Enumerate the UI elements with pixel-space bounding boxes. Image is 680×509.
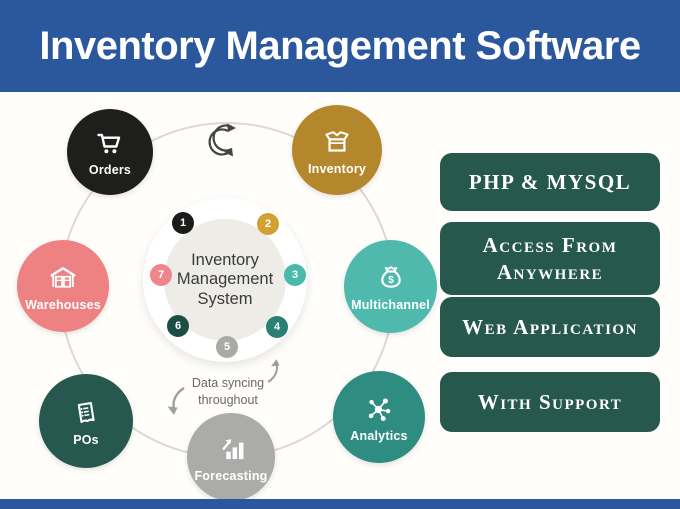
purchase-order-icon	[77, 401, 95, 423]
node-label: Multichannel	[351, 298, 430, 312]
node-label: Warehouses	[25, 297, 101, 312]
node-label: POs	[73, 432, 99, 447]
inventory-box-icon	[325, 130, 349, 152]
step-badge-2: 2	[257, 213, 279, 235]
node-forecasting: Forecasting	[187, 413, 275, 501]
cart-icon	[97, 133, 121, 153]
step-badge-3: 3	[284, 264, 306, 286]
curved-arrow-down-icon	[167, 386, 185, 415]
feature-access-anywhere: Access From Anywhere	[440, 222, 660, 295]
node-orders: Orders	[67, 109, 153, 195]
node-warehouses: Warehouses	[17, 240, 109, 332]
page-title: Inventory Management Software	[39, 23, 641, 68]
step-badge-7: 7	[150, 264, 172, 286]
center-title-line2: Management	[176, 270, 274, 289]
money-bag-icon: $	[380, 266, 401, 288]
node-multichannel: $ Multichannel	[344, 240, 437, 333]
analytics-network-icon	[368, 397, 391, 421]
node-label: Orders	[88, 162, 132, 177]
step-badge-4: 4	[266, 316, 288, 338]
step-badge-1: 1	[172, 212, 194, 234]
node-analytics: Analytics	[333, 371, 425, 463]
feature-web-application: Web Application	[440, 297, 660, 357]
header-banner: Inventory Management Software	[0, 0, 680, 92]
node-inventory: Inventory	[292, 105, 382, 195]
node-label: Inventory	[307, 161, 367, 176]
caption-line1: Data syncing	[191, 376, 265, 390]
svg-text:$: $	[388, 275, 394, 286]
curved-arrow-up-icon	[267, 359, 280, 383]
caption-line2: throughout	[198, 392, 258, 407]
sync-arrows-icon	[208, 123, 236, 157]
feature-with-support: With Support	[440, 372, 660, 432]
caption-data-syncing: Data syncing throughout	[158, 375, 298, 408]
step-badge-6: 6	[167, 315, 189, 337]
step-badge-5: 5	[216, 336, 238, 358]
node-pos: POs	[39, 374, 133, 468]
center-title-line3: System	[197, 289, 253, 308]
node-label: Analytics	[350, 428, 408, 443]
node-label: Forecasting	[194, 468, 268, 483]
footer-bar	[0, 499, 680, 509]
forecast-chart-icon	[222, 438, 244, 459]
center-title-line1: Inventory	[191, 250, 259, 269]
warehouse-icon	[50, 266, 76, 288]
feature-php-mysql: PHP & MYSQL	[440, 153, 660, 211]
